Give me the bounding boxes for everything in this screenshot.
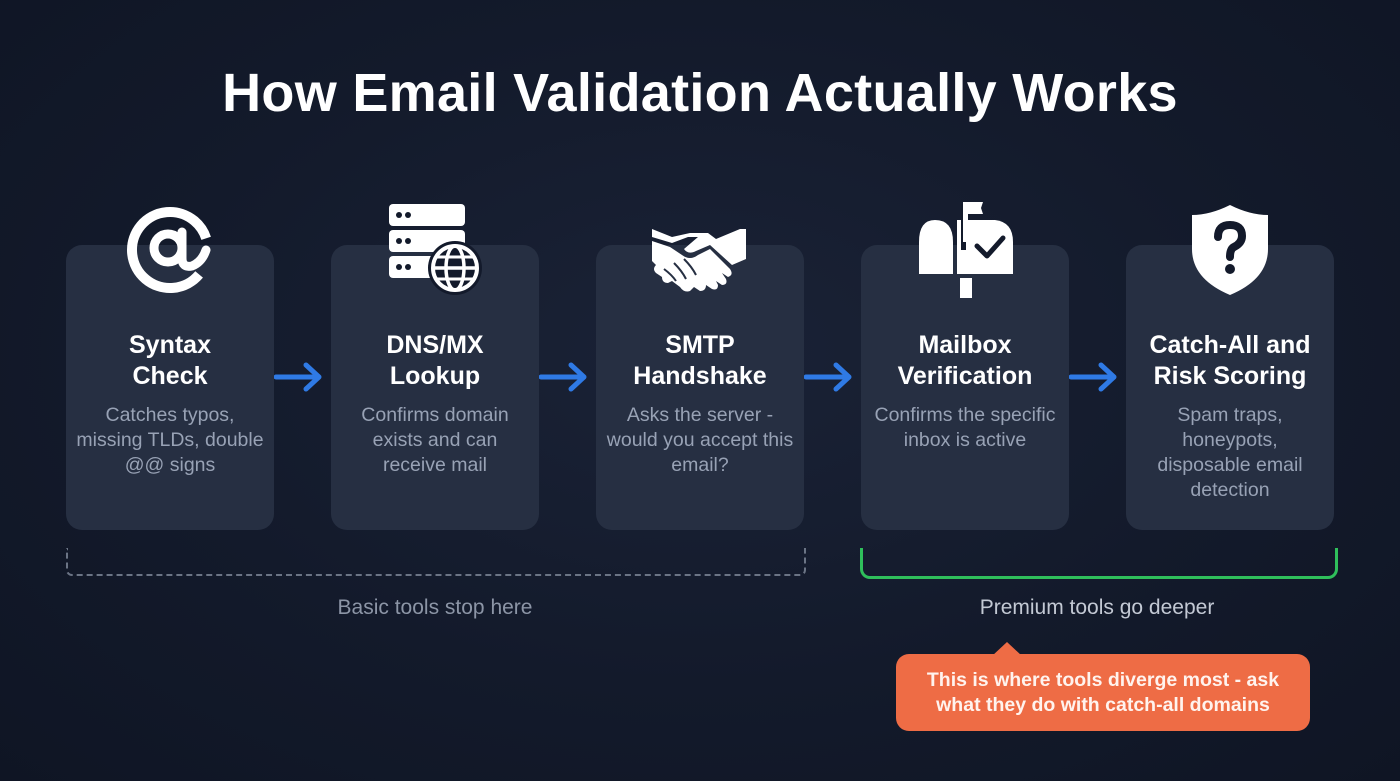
step-description: Asks the server - would you accept this … xyxy=(606,404,794,476)
step-description: Confirms the specific inbox is active xyxy=(874,404,1056,451)
premium-tools-bracket xyxy=(860,548,1338,579)
arrow-right-icon xyxy=(804,362,852,392)
callout-text: This is where tools diverge most - ask w… xyxy=(926,668,1280,716)
step-description: Confirms domain exists and can receive m… xyxy=(361,404,509,476)
page-title: How Email Validation Actually Works xyxy=(222,63,1178,123)
at-sign-icon xyxy=(120,200,220,300)
arrow-right-icon xyxy=(539,362,587,392)
basic-tools-label: Basic tools stop here xyxy=(337,596,533,619)
arrow-right-icon xyxy=(1069,362,1117,392)
premium-tools-label: Premium tools go deeper xyxy=(979,596,1215,619)
step-card-smtp-handshake xyxy=(596,245,804,530)
server-globe-icon xyxy=(385,200,485,300)
mailbox-check-icon xyxy=(915,200,1015,300)
step-description: Catches typos, missing TLDs, double @@ s… xyxy=(76,404,264,476)
basic-tools-bracket xyxy=(66,548,806,576)
step-description: Spam traps, honeypots, disposable email … xyxy=(1157,404,1303,501)
handshake-icon xyxy=(650,210,750,310)
arrow-right-icon xyxy=(274,362,322,392)
callout-note: This is where tools diverge most - ask w… xyxy=(896,642,1310,731)
shield-question-icon xyxy=(1180,200,1280,300)
step-card-dns-mx-lookup xyxy=(331,245,539,530)
